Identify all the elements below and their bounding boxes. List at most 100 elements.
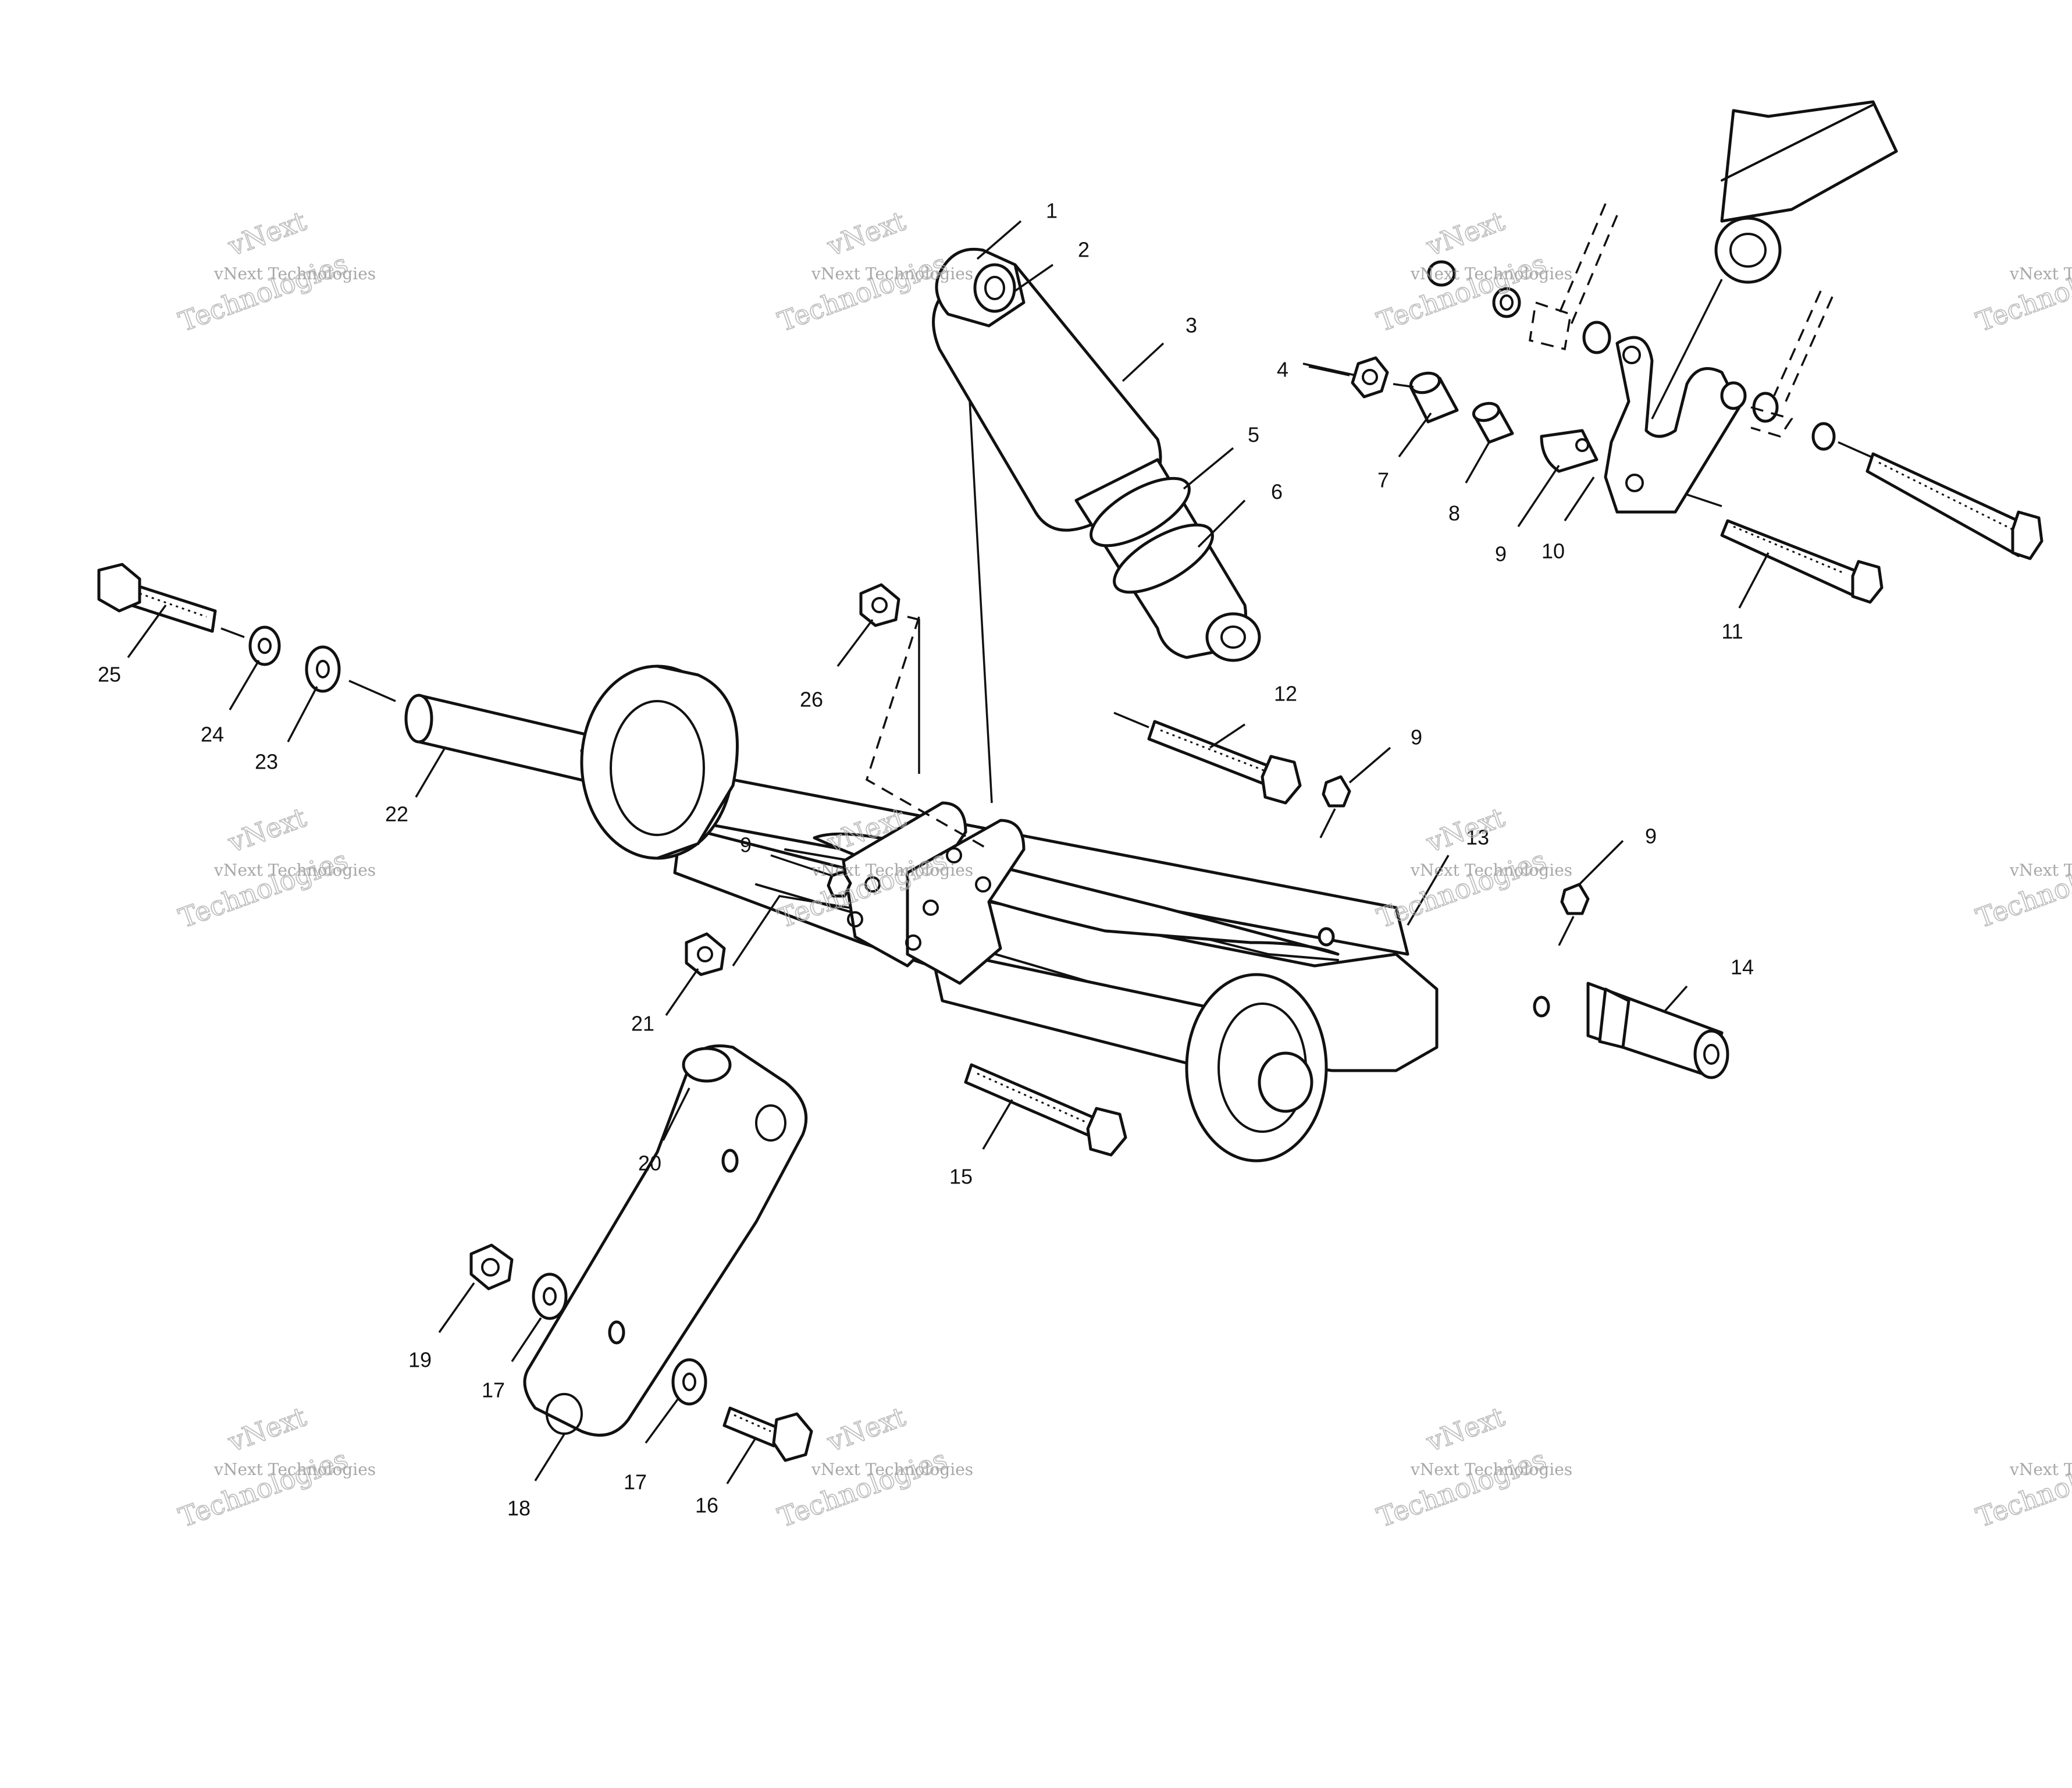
washer-right-c: [1752, 392, 1779, 423]
callout-17-left: 17: [482, 1378, 505, 1402]
top-washer: [1492, 287, 1521, 318]
callout-9-mid: 9: [1411, 726, 1422, 749]
bolt-11-head: [1851, 560, 1884, 604]
svg-text:vNext Technologies: vNext Technologies: [213, 861, 376, 880]
svg-text:vNext Technologies: vNext Technologies: [213, 264, 376, 283]
callout-15: 15: [949, 1165, 973, 1189]
svg-text:vNext Technologies: vNext Technologies: [2009, 264, 2072, 283]
nut-19: [469, 1243, 514, 1291]
watermark-r1c3: vNext vNext Technologies Technologies: [1372, 204, 1572, 338]
svg-text:vNext Technologies: vNext Technologies: [2009, 1460, 2072, 1479]
washer-23: [305, 645, 396, 702]
svg-text:vNext Technologies: vNext Technologies: [1410, 861, 1572, 880]
grease-fitting-9a: [1540, 429, 1598, 473]
nut-21: [685, 895, 850, 976]
callout-1: 1: [1046, 199, 1058, 223]
callout-9-top: 9: [1495, 542, 1507, 566]
svg-text:vNext Technologies: vNext Technologies: [2009, 861, 2072, 880]
svg-text:Technologies: Technologies: [1373, 844, 1550, 934]
grease-fitting-9c: [1558, 883, 1590, 946]
callout-8: 8: [1448, 502, 1460, 525]
callout-14: 14: [1731, 955, 1754, 979]
callout-20: 20: [638, 1151, 661, 1175]
washer-24: [248, 625, 281, 666]
nut-4: [1351, 356, 1389, 399]
svg-text:vNext: vNext: [223, 801, 310, 858]
callout-17-right: 17: [624, 1470, 647, 1494]
svg-text:vNext: vNext: [223, 1400, 310, 1458]
svg-text:Technologies: Technologies: [175, 247, 352, 337]
top-nut: [1427, 260, 1456, 287]
watermark-r1c1: vNext vNext Technologies Technologies: [174, 204, 376, 338]
washer-17b: [671, 1358, 707, 1406]
svg-text:Technologies: Technologies: [1972, 247, 2072, 337]
svg-text:Technologies: Technologies: [175, 844, 352, 934]
shock-bottom-eye: [1205, 612, 1261, 662]
callout-4: 4: [1277, 358, 1288, 382]
callout-19: 19: [408, 1348, 432, 1372]
callout-9-left: 9: [740, 833, 752, 857]
svg-text:Technologies: Technologies: [1972, 844, 2072, 934]
callout-22: 22: [385, 802, 408, 826]
callout-24: 24: [201, 723, 224, 747]
svg-text:vNext Technologies: vNext Technologies: [811, 1460, 973, 1479]
washer-right-b: [1720, 381, 1747, 410]
callout-3: 3: [1185, 314, 1197, 337]
watermark-r2c3: vNext vNext Technologies Technologies: [1372, 801, 1572, 934]
bolt-11: [1720, 519, 1869, 598]
callout-21: 21: [631, 1012, 654, 1036]
watermark-r2c4: vNext Technologies Technologies: [1971, 844, 2072, 935]
shaft-22: [417, 694, 607, 787]
washer-right-d: [1811, 422, 1836, 451]
watermark-r3c4: vNext Technologies Technologies: [1971, 1443, 2072, 1534]
callout-10: 10: [1541, 539, 1565, 563]
nut-26: [859, 583, 989, 851]
callout-25: 25: [98, 663, 121, 687]
shock-ring-lower: [1113, 523, 1214, 594]
callout-12: 12: [1274, 682, 1297, 706]
svg-text:vNext: vNext: [823, 1400, 909, 1458]
svg-text:vNext Technologies: vNext Technologies: [811, 264, 973, 283]
watermark-r2c1: vNext vNext Technologies Technologies: [174, 801, 376, 934]
watermark-r1c4: vNext Technologies Technologies: [1971, 247, 2072, 339]
bolt-25: [97, 563, 245, 638]
link-arm-pin-20: [682, 1047, 732, 1083]
grease-fitting-9d: [827, 870, 852, 898]
svg-text:vNext Technologies: vNext Technologies: [1410, 1460, 1572, 1479]
callout-leaders: [127, 220, 1770, 1484]
svg-text:vNext Technologies: vNext Technologies: [1410, 264, 1572, 283]
bolt-16: [722, 1406, 813, 1462]
upper-mount-assembly: [1302, 100, 2043, 604]
callouts: 1 2 3 4 5 6 7 8 9 10 11 12 9 13 9 14 9 2…: [98, 199, 1754, 1520]
svg-text:vNext Technologies: vNext Technologies: [213, 1460, 376, 1479]
callout-5: 5: [1248, 423, 1259, 447]
watermark-r3c1: vNext vNext Technologies Technologies: [174, 1400, 376, 1534]
callout-11: 11: [1721, 620, 1743, 644]
callout-18: 18: [507, 1496, 531, 1520]
callout-26: 26: [800, 688, 823, 712]
upper-shock-eye: [1714, 216, 1782, 284]
callout-7: 7: [1377, 468, 1389, 492]
svg-text:vNext: vNext: [1422, 1400, 1508, 1458]
link-arm: [523, 1044, 808, 1437]
long-bolt-head: [2011, 510, 2043, 560]
callout-9-right: 9: [1645, 824, 1657, 848]
shock-absorber: [932, 247, 1261, 804]
svg-text:Technologies: Technologies: [1373, 247, 1550, 337]
shock-top-bushing: [973, 263, 1016, 313]
svg-text:vNext: vNext: [823, 205, 909, 262]
watermark-r3c3: vNext vNext Technologies Technologies: [1372, 1400, 1572, 1534]
svg-text:Technologies: Technologies: [1373, 1443, 1550, 1533]
washer-right-a: [1582, 321, 1611, 354]
washer-17a: [532, 1272, 568, 1320]
swing-arm: [404, 664, 1729, 1163]
svg-text:vNext Technologies: vNext Technologies: [811, 861, 973, 880]
callout-13: 13: [1466, 826, 1489, 849]
svg-text:vNext: vNext: [1422, 801, 1508, 858]
svg-text:vNext: vNext: [223, 205, 310, 262]
bolt-15: [964, 1063, 1127, 1157]
callout-6: 6: [1271, 480, 1283, 504]
callout-16: 16: [695, 1494, 718, 1517]
bolt-12: [1113, 712, 1302, 805]
